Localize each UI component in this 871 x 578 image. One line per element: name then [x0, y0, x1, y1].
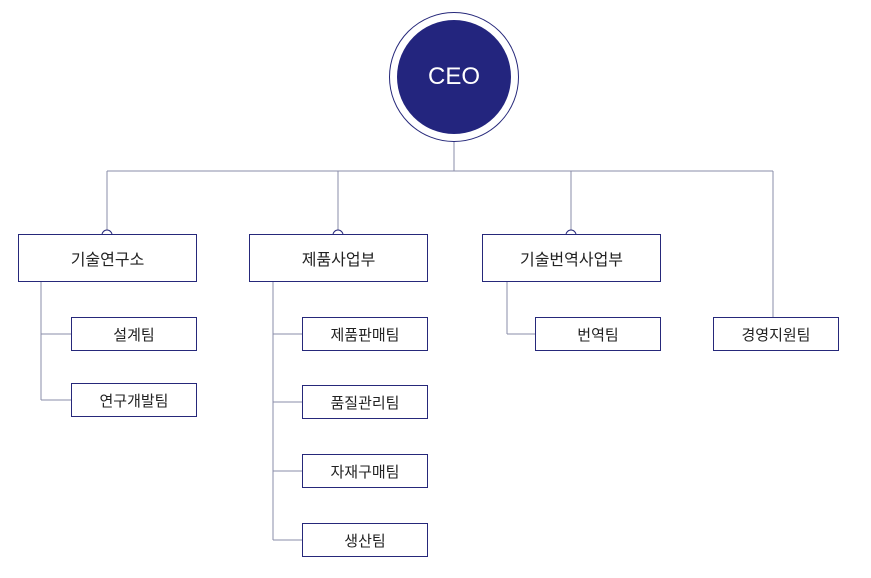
team-design: 설계팀 [71, 317, 197, 351]
team-product-sales: 제품판매팀 [302, 317, 428, 351]
team-production: 생산팀 [302, 523, 428, 557]
team-translation: 번역팀 [535, 317, 661, 351]
team-quality-control: 품질관리팀 [302, 385, 428, 419]
dept-translation-division: 기술번역사업부 [482, 234, 661, 282]
ceo-label: CEO [397, 20, 511, 134]
team-rnd: 연구개발팀 [71, 383, 197, 417]
team-purchasing: 자재구매팀 [302, 454, 428, 488]
dept-product-division: 제품사업부 [249, 234, 428, 282]
team-management-support: 경영지원팀 [713, 317, 839, 351]
ceo-node: CEO [389, 12, 519, 142]
dept-research-lab: 기술연구소 [18, 234, 197, 282]
